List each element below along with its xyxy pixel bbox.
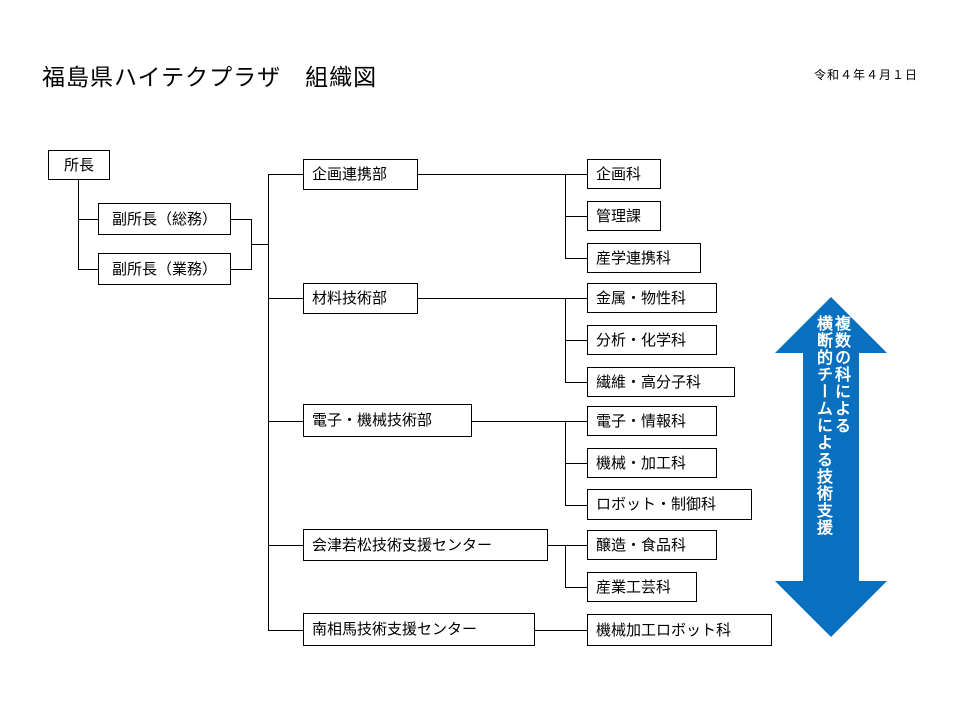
node-division-3-2[interactable]: 機械・加工科 — [587, 448, 717, 478]
node-division-2-1[interactable]: 金属・物性科 — [587, 283, 717, 313]
connector-dept1-div3 — [565, 258, 587, 259]
connector-dept3-div2 — [565, 463, 587, 464]
connector-dept2-div3 — [565, 382, 587, 383]
node-division-2-2[interactable]: 分析・化学科 — [587, 325, 717, 355]
node-division-1-3[interactable]: 産学連携科 — [587, 243, 701, 273]
cross-division-support-arrow: 横断的チームによる技術支援 複数の科による — [775, 297, 887, 637]
connector-trunk-to-dept-4 — [268, 545, 303, 546]
node-department-2[interactable]: 材料技術部 — [303, 283, 418, 314]
connector-trunk-to-dept-2 — [268, 298, 303, 299]
node-deputy-general-affairs[interactable]: 副所長（総務） — [98, 203, 231, 235]
node-division-1-1[interactable]: 企画科 — [587, 159, 661, 189]
connector-dept1-div2 — [565, 216, 587, 217]
connector-director-to-deputy1 — [78, 219, 98, 220]
connector-director-to-deputy2 — [78, 269, 98, 270]
node-department-5[interactable]: 南相馬技術支援センター — [303, 613, 535, 646]
connector-trunk-to-dept-5 — [268, 630, 303, 631]
connector-dept4-div1 — [565, 545, 587, 546]
connector-dept4-out — [548, 545, 565, 546]
connector-dept4-div2 — [565, 587, 587, 588]
connector-department-trunk — [268, 174, 269, 631]
connector-dept1-div1 — [565, 174, 587, 175]
node-director[interactable]: 所長 — [48, 150, 110, 180]
page-date: 令和４年４月１日 — [813, 68, 918, 82]
connector-dept2-div2 — [565, 340, 587, 341]
node-division-4-1[interactable]: 醸造・食品科 — [587, 530, 717, 560]
node-department-4[interactable]: 会津若松技術支援センター — [303, 529, 548, 561]
connector-trunk-to-dept-1 — [268, 174, 303, 175]
connector-dept3-div3 — [565, 505, 587, 506]
double-arrow-shape — [775, 297, 887, 637]
node-division-3-3[interactable]: ロボット・制御科 — [587, 489, 752, 520]
connector-dept2-div1 — [565, 298, 587, 299]
connector-merge-to-trunk — [251, 244, 268, 245]
connector-dept3-out — [472, 421, 565, 422]
page-title: 福島県ハイテクプラザ 組織図 — [42, 64, 378, 90]
node-division-5-1[interactable]: 機械加工ロボット科 — [587, 614, 772, 646]
connector-dept1-out — [418, 174, 565, 175]
node-division-4-2[interactable]: 産業工芸科 — [587, 572, 697, 602]
node-deputy-operations[interactable]: 副所長（業務） — [98, 253, 231, 285]
connector-trunk-to-dept-3 — [268, 421, 303, 422]
connector-deputy2-out — [231, 269, 251, 270]
node-division-3-1[interactable]: 電子・情報科 — [587, 406, 717, 436]
connector-dept4-branch-trunk — [565, 545, 566, 587]
connector-dept5-out — [535, 630, 587, 631]
connector-deputy1-out — [231, 219, 251, 220]
node-department-3[interactable]: 電子・機械技術部 — [303, 404, 472, 437]
node-division-2-3[interactable]: 繊維・高分子科 — [587, 367, 735, 397]
node-division-1-2[interactable]: 管理課 — [587, 201, 661, 231]
connector-dept2-out — [418, 298, 565, 299]
connector-director-trunk — [78, 180, 79, 269]
connector-dept3-div1 — [565, 421, 587, 422]
node-department-1[interactable]: 企画連携部 — [303, 159, 418, 190]
